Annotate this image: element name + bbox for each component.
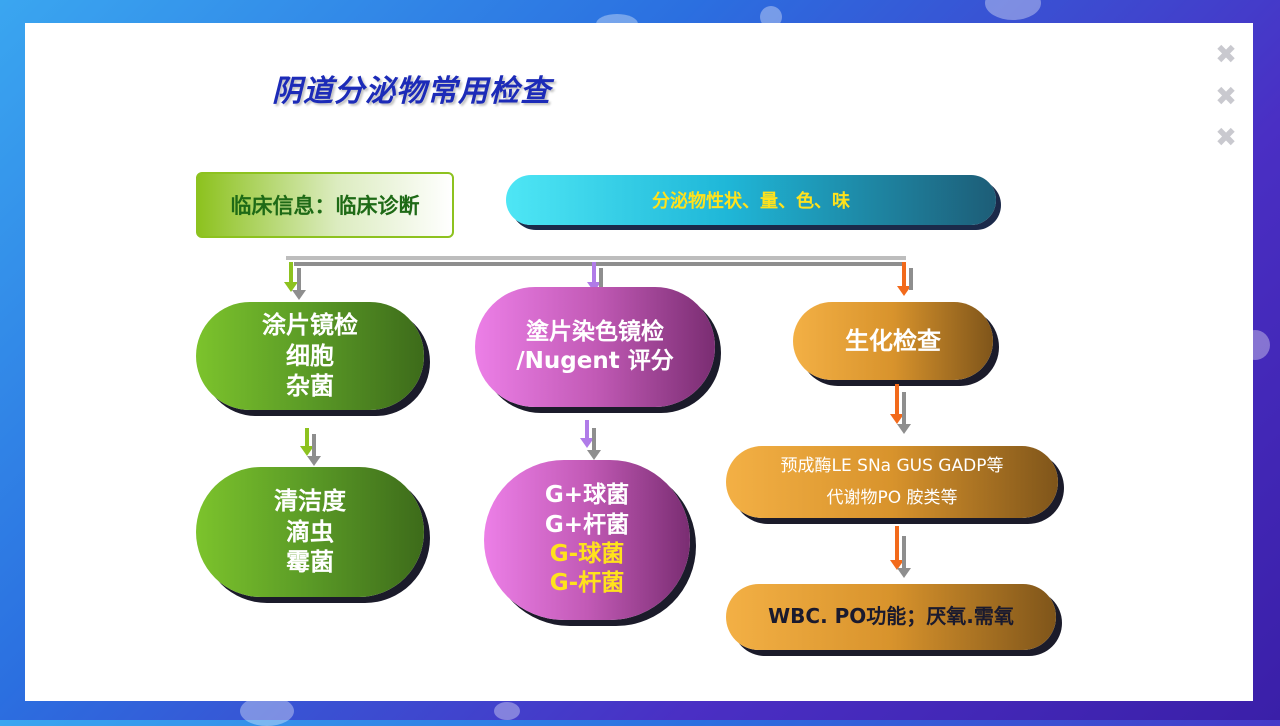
node-label: 代谢物PO 胺类等 xyxy=(826,488,958,508)
decor-bubble xyxy=(985,0,1041,20)
node-label: 预成酶LE SNa GUS GADP等 xyxy=(780,455,1004,476)
secretion-properties-box: 分泌物性状、量、色、味 xyxy=(506,175,996,225)
node-label: /Nugent 评分 xyxy=(516,348,674,374)
close-icon: ✖ xyxy=(1215,82,1237,112)
decor-bubble xyxy=(494,702,520,720)
gram-positive-rods: G+杆菌 xyxy=(544,511,630,538)
connector-line-shadow xyxy=(294,262,906,266)
gram-negative-rods: G-杆菌 xyxy=(549,570,625,597)
node-label: 霉菌 xyxy=(286,548,334,577)
enzymes-node: 预成酶LE SNa GUS GADP等 代谢物PO 胺类等 xyxy=(726,446,1058,518)
close-icon: ✖ xyxy=(1215,40,1237,70)
node-label: 塗片染色镜检 xyxy=(526,318,664,345)
node-label: 清洁度 xyxy=(274,486,346,515)
node-label: WBC. PO功能；厌氧.需氧 xyxy=(768,604,1014,629)
node-label: 细胞 xyxy=(286,341,334,370)
node-label: 生化检查 xyxy=(845,326,941,355)
smear-exam-node: 涂片镜检 细胞 杂菌 xyxy=(196,302,424,410)
function-node: WBC. PO功能；厌氧.需氧 xyxy=(726,584,1056,650)
cleanliness-node: 清洁度 滴虫 霉菌 xyxy=(196,467,424,597)
close-icon: ✖ xyxy=(1215,123,1237,153)
stain-exam-node: 塗片染色镜检 /Nugent 评分 xyxy=(475,287,715,407)
node-label: 涂片镜检 xyxy=(262,310,358,339)
gram-negative-cocci: G-球菌 xyxy=(549,541,625,567)
connector-line xyxy=(286,256,906,260)
decor-bubble xyxy=(760,6,782,28)
clinical-info-box: 临床信息：临床诊断 xyxy=(196,172,454,238)
gram-positive-cocci: G+球菌 xyxy=(544,482,630,509)
node-label: 滴虫 xyxy=(286,517,334,546)
gram-stain-node: G+球菌 G+杆菌 G-球菌 G-杆菌 xyxy=(484,460,690,620)
biochem-node: 生化检查 xyxy=(793,302,993,380)
slide-title: 阴道分泌物常用检查 xyxy=(272,74,551,109)
node-label: 杂菌 xyxy=(286,372,334,401)
